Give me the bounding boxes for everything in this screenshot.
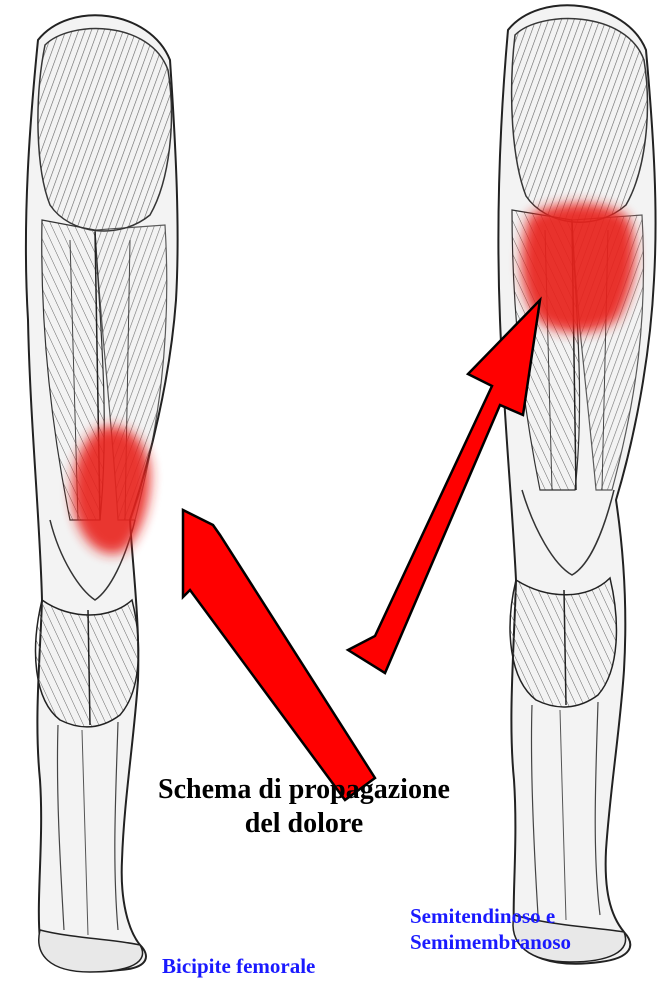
label-left-text: Bicipite femorale <box>162 954 315 978</box>
right-leg-illustration <box>498 5 655 963</box>
caption-line-2: del dolore <box>100 807 508 841</box>
label-bicipite-femorale: Bicipite femorale <box>162 953 315 979</box>
label-right-line-1: Semitendinoso e <box>410 903 666 929</box>
caption-line-1: Schema di propagazione <box>100 773 508 807</box>
pain-zone-left-knee <box>72 426 150 554</box>
label-semitendinoso-semimembranoso: Semitendinoso e Semimembranoso <box>410 903 666 955</box>
diagram-caption: Schema di propagazione del dolore <box>100 773 508 841</box>
propagation-arrow-left <box>183 510 375 800</box>
label-right-line-2: Semimembranoso <box>410 929 666 955</box>
